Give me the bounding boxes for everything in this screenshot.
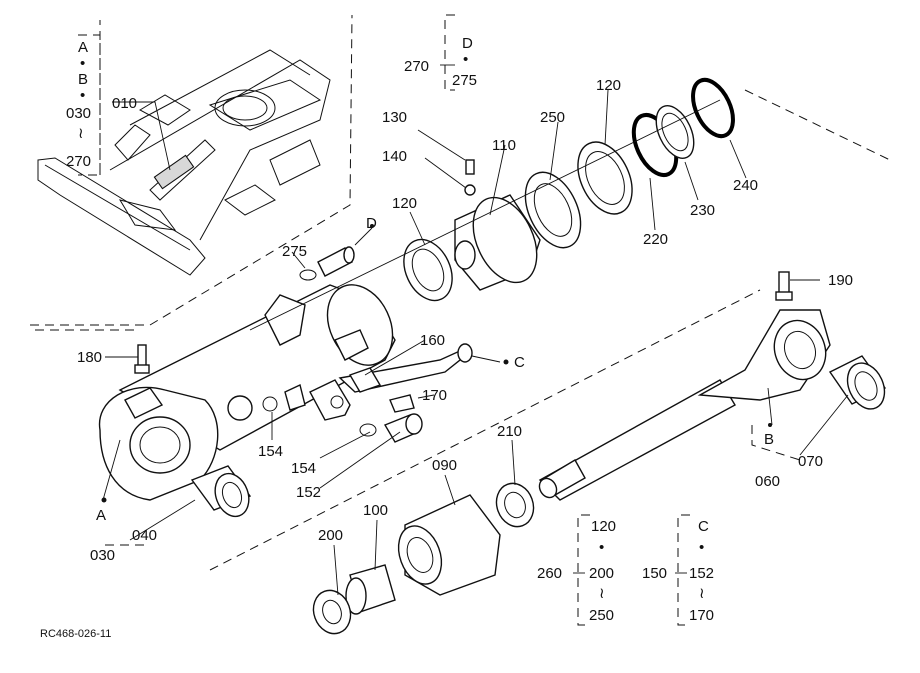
part-label-010: 010 xyxy=(112,95,137,112)
part-label-240: 240 xyxy=(733,177,758,194)
assembly-axis-lines xyxy=(35,89,891,571)
ref-label-a: A xyxy=(78,39,88,56)
bushing-070 xyxy=(828,355,887,410)
part-label-170: 170 xyxy=(689,607,714,624)
valve-block-parts xyxy=(227,343,473,443)
dot-symbol: • xyxy=(699,539,704,556)
ref-label-a: A xyxy=(96,507,106,524)
part-label-154: 154 xyxy=(258,443,283,460)
part-label-070: 070 xyxy=(798,453,823,470)
part-label-120: 120 xyxy=(392,195,417,212)
part-label-220: 220 xyxy=(643,231,668,248)
part-label-270: 270 xyxy=(66,153,91,170)
piston-rod xyxy=(538,271,831,501)
bushing-040 xyxy=(190,465,252,518)
cylinder-tube xyxy=(98,284,396,501)
part-label-230: 230 xyxy=(690,202,715,219)
group-brackets xyxy=(78,14,801,626)
tilde-symbol: ≀ xyxy=(78,125,84,142)
part-label-030: 030 xyxy=(66,105,91,122)
part-label-030: 030 xyxy=(90,547,115,564)
part-label-090: 090 xyxy=(432,457,457,474)
part-label-150: 150 xyxy=(642,565,667,582)
tilde-symbol: ≀ xyxy=(699,585,705,602)
part-label-200: 200 xyxy=(318,527,343,544)
rod-guide-assembly xyxy=(312,482,535,635)
part-label-120: 120 xyxy=(591,518,616,535)
part-label-154: 154 xyxy=(291,460,316,477)
leader-lines xyxy=(102,64,849,596)
part-label-190: 190 xyxy=(828,272,853,289)
part-label-160: 160 xyxy=(420,332,445,349)
part-label-250: 250 xyxy=(540,109,565,126)
part-label-152: 152 xyxy=(689,565,714,582)
part-label-060: 060 xyxy=(755,473,780,490)
diagram-code: RC468-026-11 xyxy=(40,628,111,640)
part-labels: A • B • 030 ≀ 270 010 270 D • 275 120 13… xyxy=(40,35,853,640)
reference-dots xyxy=(101,224,772,503)
ref-label-d: D xyxy=(462,35,473,52)
machine-frame-inset xyxy=(30,14,353,326)
part-label-260: 260 xyxy=(537,565,562,582)
part-label-140: 140 xyxy=(382,148,407,165)
tilde-symbol: ≀ xyxy=(599,585,605,602)
dot-symbol: • xyxy=(80,87,85,104)
part-label-130: 130 xyxy=(382,109,407,126)
ref-label-c: C xyxy=(514,354,525,371)
ref-label-c: C xyxy=(698,518,709,535)
part-label-170: 170 xyxy=(422,387,447,404)
ref-label-b: B xyxy=(78,71,88,88)
part-label-270: 270 xyxy=(404,58,429,75)
dot-symbol: • xyxy=(463,51,468,68)
part-label-152: 152 xyxy=(296,484,321,501)
grease-fitting-180 xyxy=(134,344,150,374)
part-label-275: 275 xyxy=(282,243,307,260)
part-label-110: 110 xyxy=(492,137,516,154)
part-label-275: 275 xyxy=(452,72,477,89)
part-label-250: 250 xyxy=(589,607,614,624)
piston-assembly xyxy=(403,77,735,302)
ref-label-d: D xyxy=(366,215,377,232)
part-label-180: 180 xyxy=(77,349,102,366)
part-label-210: 210 xyxy=(497,423,522,440)
part-label-200: 200 xyxy=(589,565,614,582)
part-label-100: 100 xyxy=(363,502,388,519)
union-fitting xyxy=(299,246,355,281)
dot-symbol: • xyxy=(80,55,85,72)
ref-label-b: B xyxy=(764,431,774,448)
part-label-040: 040 xyxy=(132,527,157,544)
dot-symbol: • xyxy=(599,539,604,556)
part-label-120: 120 xyxy=(596,77,621,94)
